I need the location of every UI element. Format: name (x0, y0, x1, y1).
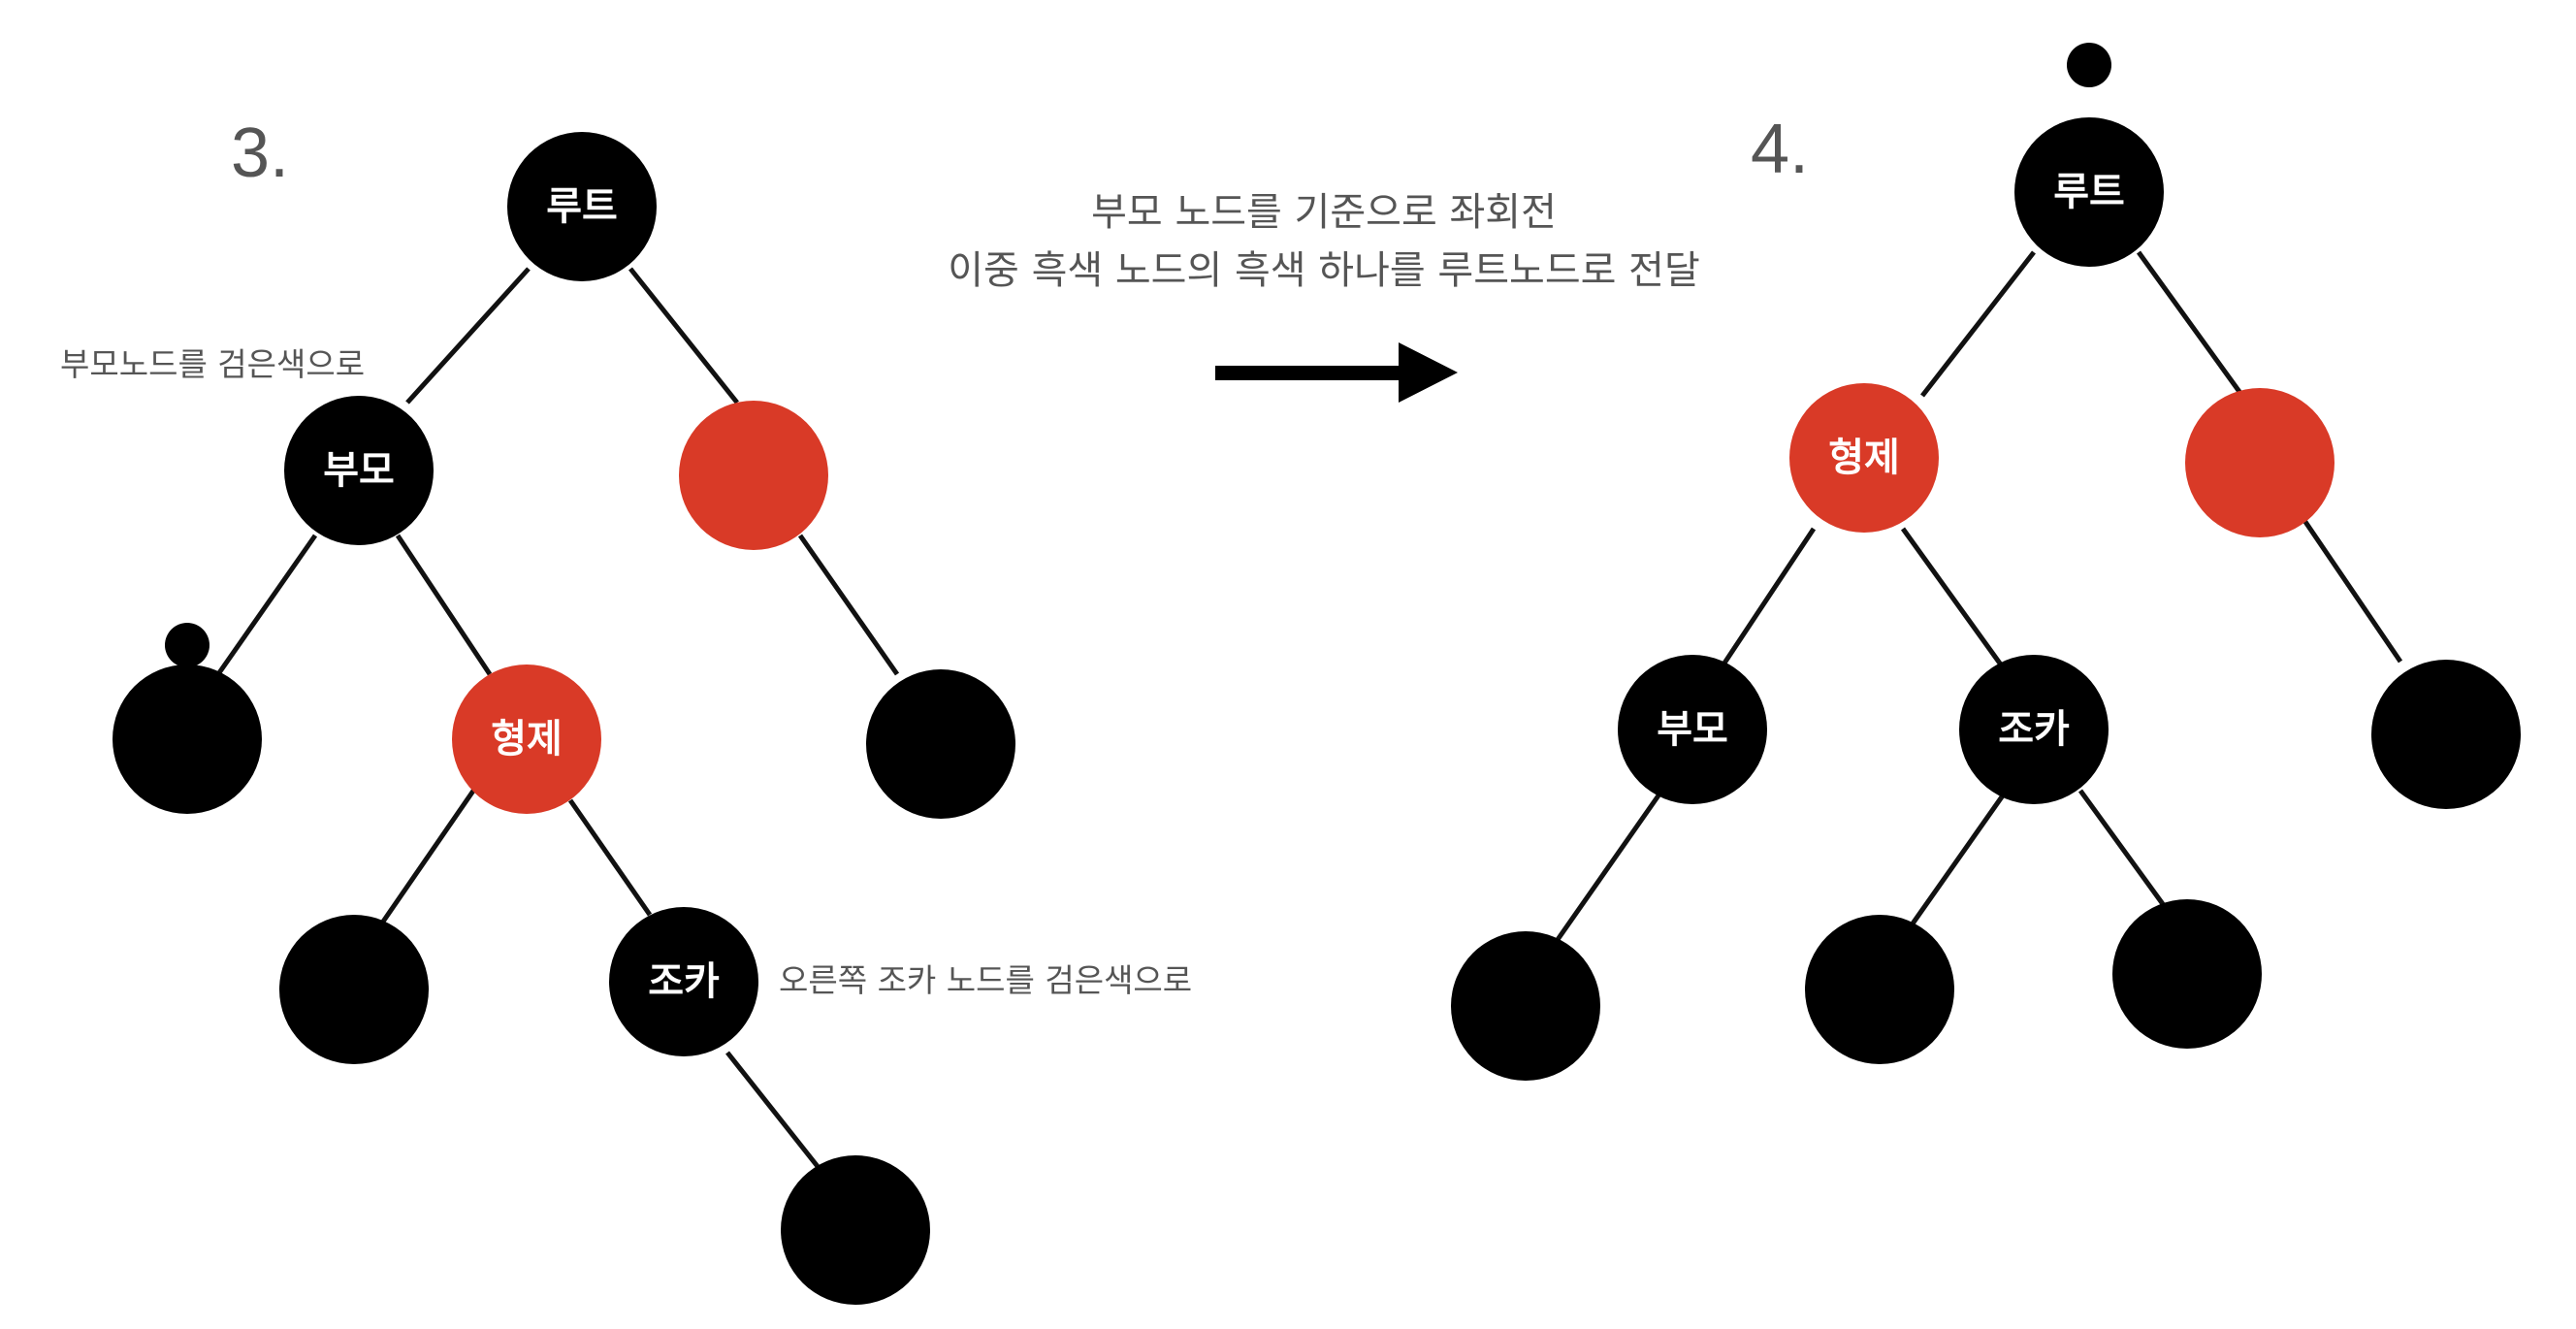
right-node-root (2014, 117, 2164, 267)
left-node-uncle-child (866, 669, 1015, 819)
left-node-root-label: 루트 (546, 184, 618, 229)
right-node-nephew (1959, 655, 2109, 804)
left-edge-parent-sibling (395, 534, 493, 676)
left-edge-sibling-nephew (567, 798, 653, 917)
right-panel: 4. 루트 형제 부모 조카 (1451, 43, 2521, 1081)
left-node-sibling-label: 형제 (491, 717, 563, 762)
right-node-root-label: 루트 (2053, 170, 2125, 214)
right-node-sibling (1789, 383, 1939, 533)
arrow-right-icon (1215, 342, 1458, 403)
right-node-parent (1618, 655, 1767, 804)
right-node-nephew-right (2112, 899, 2262, 1049)
left-edge-uncle-child (797, 534, 900, 676)
left-edge-parent-doubleblack (215, 534, 318, 676)
right-edge-root-sibling (1920, 250, 2036, 398)
left-edge-sibling-left (380, 779, 483, 924)
transition: 부모 노드를 기준으로 좌회전 이중 흑색 노드의 흑색 하나를 루트노드로 전… (948, 190, 1700, 403)
left-node-uncle (679, 401, 828, 550)
left-edge-root-parent (405, 267, 531, 405)
right-edge-root-uncle (2136, 250, 2245, 398)
right-edge-nephew-left (1908, 794, 2006, 928)
left-extra-black-marker (165, 623, 209, 667)
left-node-sibling (452, 664, 601, 814)
right-edge-sibling-parent (1719, 527, 1817, 669)
right-node-uncle-child (2371, 660, 2521, 809)
right-node-nephew-label: 조카 (1998, 707, 2070, 752)
left-annotation-nephew: 오른쪽 조카 노드를 검은색으로 (779, 961, 1192, 999)
left-node-nephew-label: 조카 (648, 959, 720, 1004)
caption-line-1: 부모 노드를 기준으로 좌회전 (1091, 190, 1557, 235)
caption-line-2: 이중 흑색 노드의 흑색 하나를 루트노드로 전달 (948, 248, 1700, 293)
left-node-parent (284, 396, 434, 545)
left-panel: 3. 루트 부모 형제 조카 부모노드를 검은색으로 오른쪽 조카 노드를 검은… (60, 114, 1192, 1305)
right-edge-uncle-child (2301, 517, 2403, 664)
right-edge-parent-child (1554, 794, 1661, 943)
right-extra-black-marker (2067, 43, 2111, 87)
right-node-uncle (2185, 388, 2334, 537)
left-node-root (507, 132, 657, 281)
left-node-nephew (609, 907, 758, 1056)
right-node-parent-label: 부모 (1657, 707, 1728, 752)
left-edge-nephew-child (725, 1051, 821, 1171)
right-node-parent-child (1451, 931, 1600, 1081)
right-edge-sibling-nephew (1900, 527, 2006, 669)
right-node-nephew-left (1805, 915, 1954, 1064)
left-annotation-parent: 부모노드를 검은색으로 (60, 345, 365, 383)
right-step-label: 4. (1751, 111, 1809, 188)
left-step-label: 3. (231, 114, 289, 192)
left-edge-root-uncle (628, 267, 739, 405)
left-node-nephew-child (781, 1155, 930, 1305)
left-node-double-black (113, 664, 262, 814)
left-node-sibling-left (279, 915, 429, 1064)
left-node-parent-label: 부모 (323, 448, 395, 493)
right-edge-nephew-right (2077, 789, 2166, 906)
right-node-sibling-label: 형제 (1828, 436, 1900, 480)
